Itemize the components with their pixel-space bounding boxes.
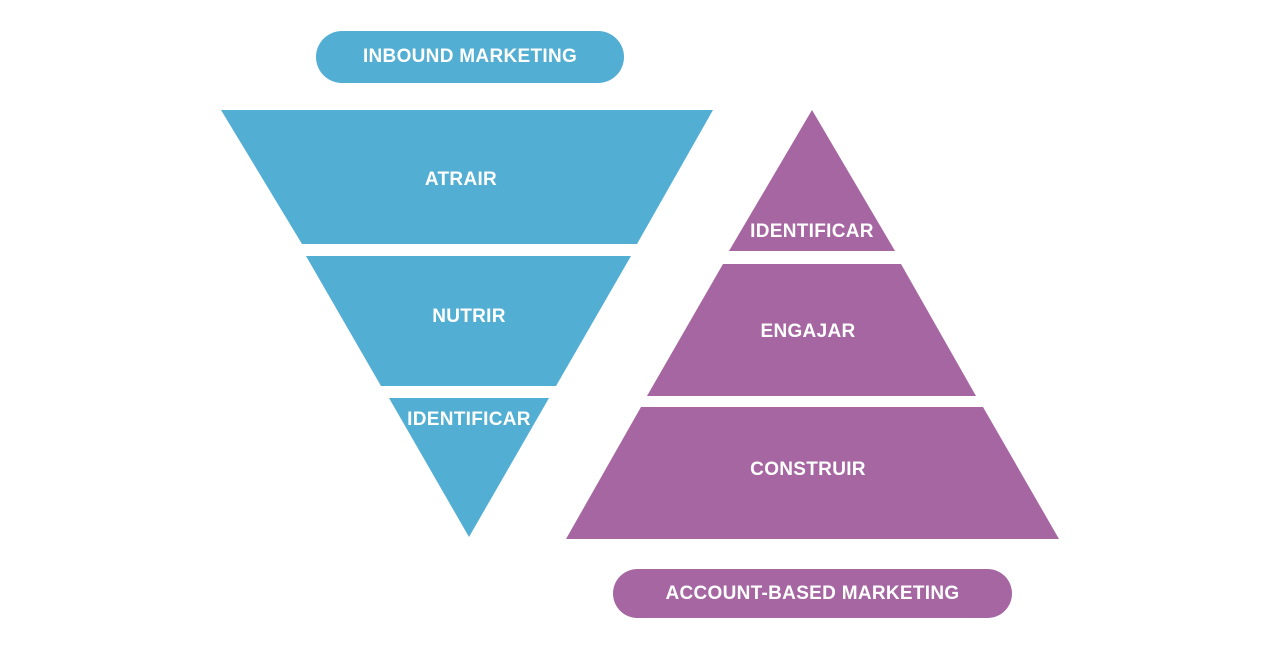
account-based-marketing-title: ACCOUNT-BASED MARKETING bbox=[613, 569, 1012, 618]
funnel-segment-identificar bbox=[389, 398, 549, 537]
funnel-segment-atrair bbox=[221, 110, 713, 244]
inbound-marketing-title: INBOUND MARKETING bbox=[316, 31, 624, 83]
pyramid-label-construir: CONSTRUIR bbox=[750, 459, 866, 480]
pyramid-segment-engajar bbox=[647, 264, 976, 396]
inbound-funnel: ATRAIR NUTRIR IDENTIFICAR bbox=[221, 110, 713, 537]
funnel-segment-nutrir bbox=[306, 256, 631, 386]
pyramid-label-identificar: IDENTIFICAR bbox=[750, 221, 874, 242]
pyramid-label-engajar: ENGAJAR bbox=[760, 321, 855, 342]
funnel-label-identificar: IDENTIFICAR bbox=[407, 409, 531, 430]
funnel-label-nutrir: NUTRIR bbox=[432, 306, 506, 327]
pyramid-segment-construir bbox=[566, 407, 1059, 539]
funnel-label-atrair: ATRAIR bbox=[425, 169, 497, 190]
abm-pyramid: IDENTIFICAR ENGAJAR CONSTRUIR bbox=[566, 110, 1059, 539]
pyramid-segment-identificar bbox=[729, 110, 895, 251]
